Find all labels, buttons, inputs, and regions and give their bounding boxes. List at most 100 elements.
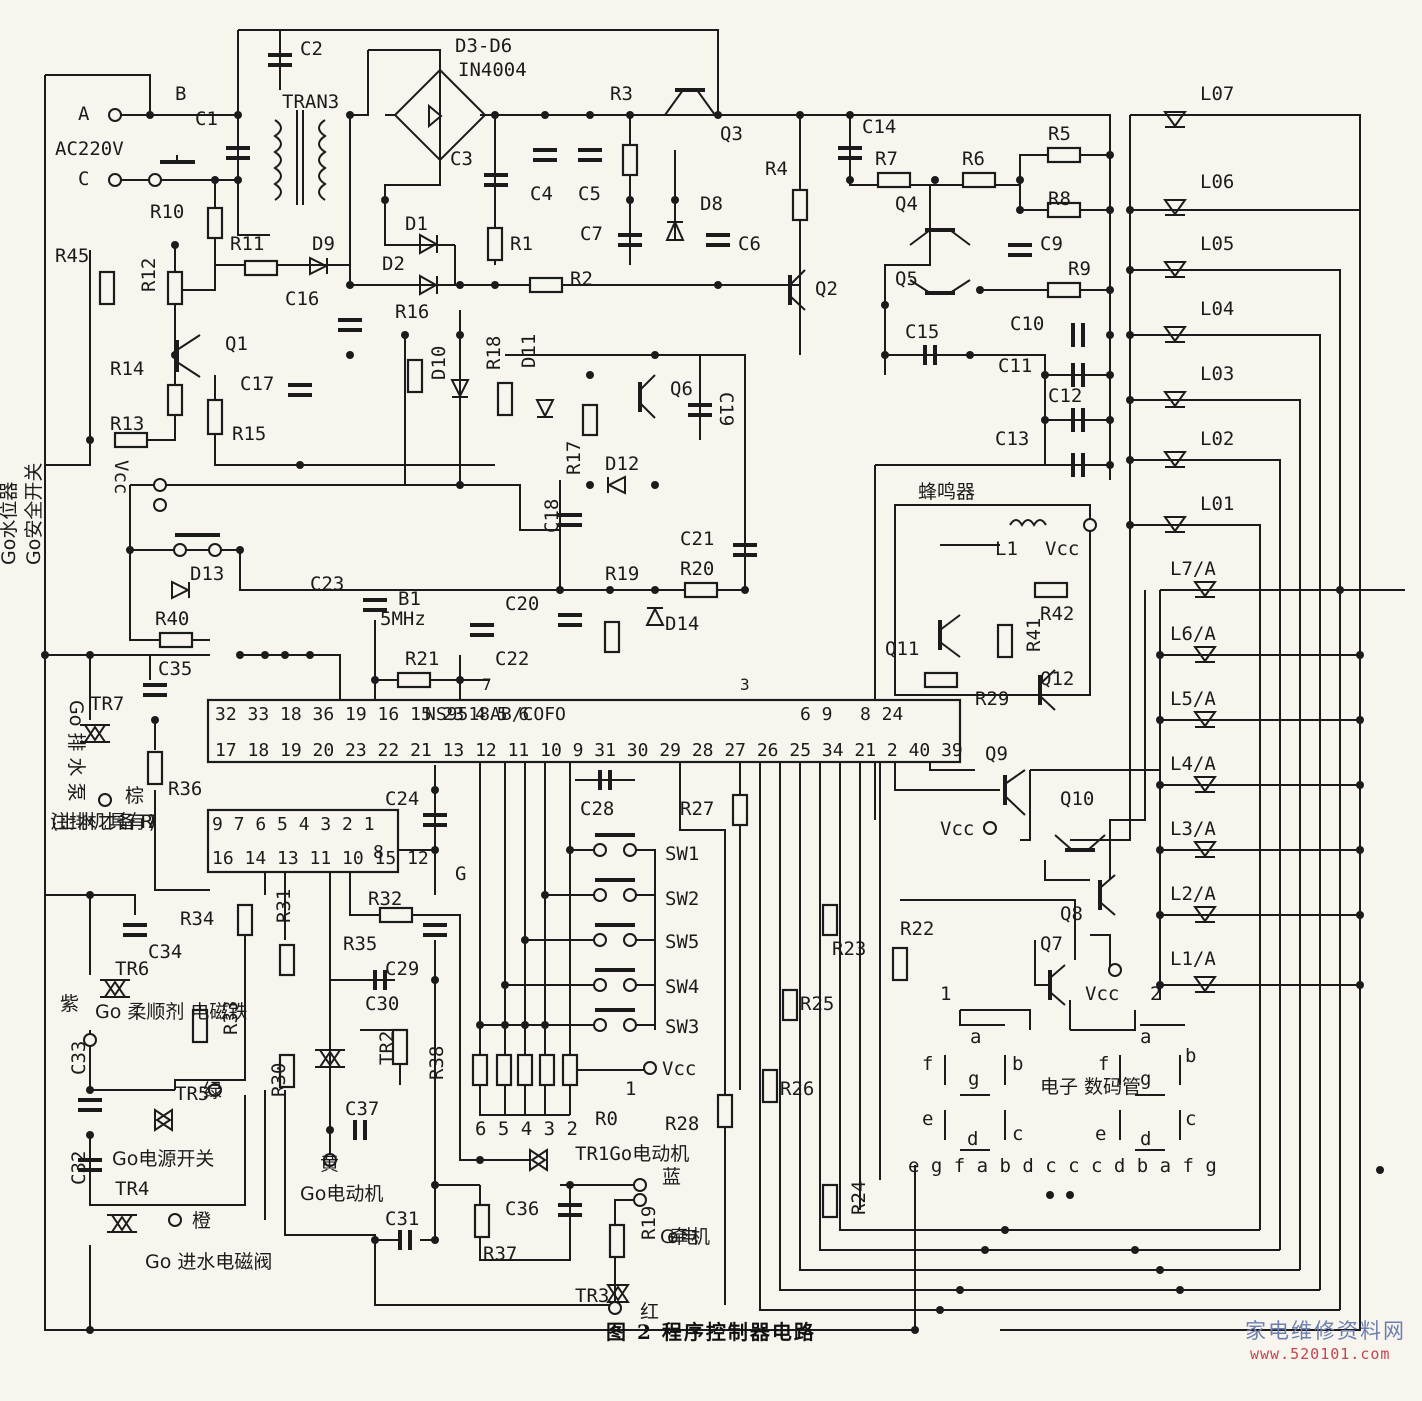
transistor-symbols [175,88,1116,1006]
label-d10: D10 [428,346,450,380]
label-r2: R2 [570,268,593,290]
label-r34: R34 [180,908,214,930]
label-drain-color: 棕 [125,785,144,807]
driver-pin-8: 8 [373,842,384,863]
label-q10-vcc: Vcc [940,818,974,840]
label-q7: Q7 [1040,933,1063,955]
main-controller-chip: 32 33 18 36 19 16 15 23 4 5 6 NS9518AB/C… [206,675,963,764]
bridge-label: D3-D6 [455,35,512,57]
label-r5: R5 [1048,123,1071,145]
bridge-rectifier: D3-D6 IN4004 [385,35,527,162]
label-buzzer-vcc: Vcc [1045,538,1079,560]
label-seg-c2: c [1185,1108,1196,1130]
label-seg-c1: c [1012,1123,1023,1145]
label-c24: C24 [385,788,419,810]
label-l05: L05 [1200,233,1234,255]
label-r0: R0 [595,1108,618,1130]
label-r28: R28 [665,1113,699,1135]
label-r27: R27 [680,798,714,820]
label-r17: R17 [563,441,585,475]
switch-symbols [153,478,637,1032]
label-l01: L01 [1200,493,1234,515]
label-q8: Q8 [1060,903,1083,925]
diode-symbols [171,219,685,626]
label-q10: Q10 [1060,788,1094,810]
label-r30: R30 [268,1063,290,1097]
label-r37: R37 [483,1243,517,1265]
node-a-label: A [78,103,90,125]
label-l3a: L3/A [1170,818,1216,840]
label-c5: C5 [578,183,601,205]
label-r7: R7 [875,148,898,170]
label-q9: Q9 [985,743,1008,765]
label-tr6: TR6 [115,958,149,980]
label-r33: R33 [220,1001,242,1035]
label-c4: C4 [530,183,553,205]
label-power-switch: Go电源开关 [112,1148,214,1170]
chip-pins-8-24: 8 24 [860,704,903,725]
label-r6: R6 [962,148,985,170]
wiring [44,29,1405,1331]
label-r45: R45 [55,245,89,267]
label-c28: C28 [580,798,614,820]
chip-pin-3: 3 [740,675,750,694]
label-r19b: R19 [638,1206,660,1240]
label-d14: D14 [665,613,699,635]
label-r11: R11 [230,233,264,255]
label-r12: R12 [138,258,160,292]
label-node-g: G [455,863,466,885]
label-drain-pump: Go 排 水 泵 [65,700,87,801]
label-c15: C15 [905,321,939,343]
label-l5a: L5/A [1170,688,1216,710]
label-sw4: SW4 [665,976,699,998]
label-seg-e2: e [1095,1123,1106,1145]
label-r42: R42 [1040,603,1074,625]
transformer: TRAN3 [273,91,339,205]
label-c21: C21 [680,528,714,550]
label-c18: C18 [541,499,563,533]
label-tr7: TR7 [90,693,124,715]
label-inlet-valve: Go 进水电磁阀 [145,1251,272,1273]
label-sw1: SW1 [665,843,699,865]
label-c7: C7 [580,223,603,245]
node-b-label: B [175,83,186,105]
label-inlet-color: 橙 [192,1210,211,1232]
label-c11: C11 [998,355,1032,377]
label-c30: C30 [365,993,399,1015]
label-r23: R23 [832,938,866,960]
watermark-site-name: 家电维修资料网 [1245,1319,1406,1343]
label-r32: R32 [368,888,402,910]
label-q6: Q6 [670,378,693,400]
label-tr1: TR1Go电动机 [575,1143,689,1165]
label-display-pins: e g f a b d c c c d b a f g [908,1155,1217,1177]
label-buzzer: 蜂鸣器 [918,481,975,503]
label-c23: C23 [310,573,344,595]
label-c6: C6 [738,233,761,255]
label-c35: C35 [158,658,192,680]
seven-segment-display [944,1010,1185,1151]
label-seg-a1: a [970,1026,981,1048]
driver-top-pins: 9 7 6 5 4 3 2 1 [212,814,375,835]
label-seg-d2: d [1140,1128,1151,1150]
label-c3: C3 [450,148,473,170]
figure-caption: 图 2 程序控制器电路 [606,1320,816,1344]
label-switch-vcc: Vcc [662,1058,696,1080]
label-r38: R38 [426,1046,448,1080]
label-buzzer-l1: L1 [995,538,1018,560]
label-power-color: 绿 [203,1080,222,1102]
label-c29: C29 [385,958,419,980]
chip-top-pins: 32 33 18 36 19 16 15 23 4 5 6 [215,704,529,725]
driver-bottom-pins: 16 14 13 11 10 15 12 [212,848,429,869]
label-seg-g2: g [1140,1068,1151,1090]
label-q7-vcc: Vcc [1085,983,1119,1005]
label-l04: L04 [1200,298,1234,320]
label-c9: C9 [1040,233,1063,255]
label-c14: C14 [862,116,896,138]
label-tr2: TR2 [376,1031,398,1065]
label-r40: R40 [155,608,189,630]
label-motor-tr2-color: 黄 [320,1153,339,1175]
label-seg-b1: b [1012,1053,1023,1075]
label-c33: C33 [68,1041,90,1075]
label-q1: Q1 [225,333,248,355]
